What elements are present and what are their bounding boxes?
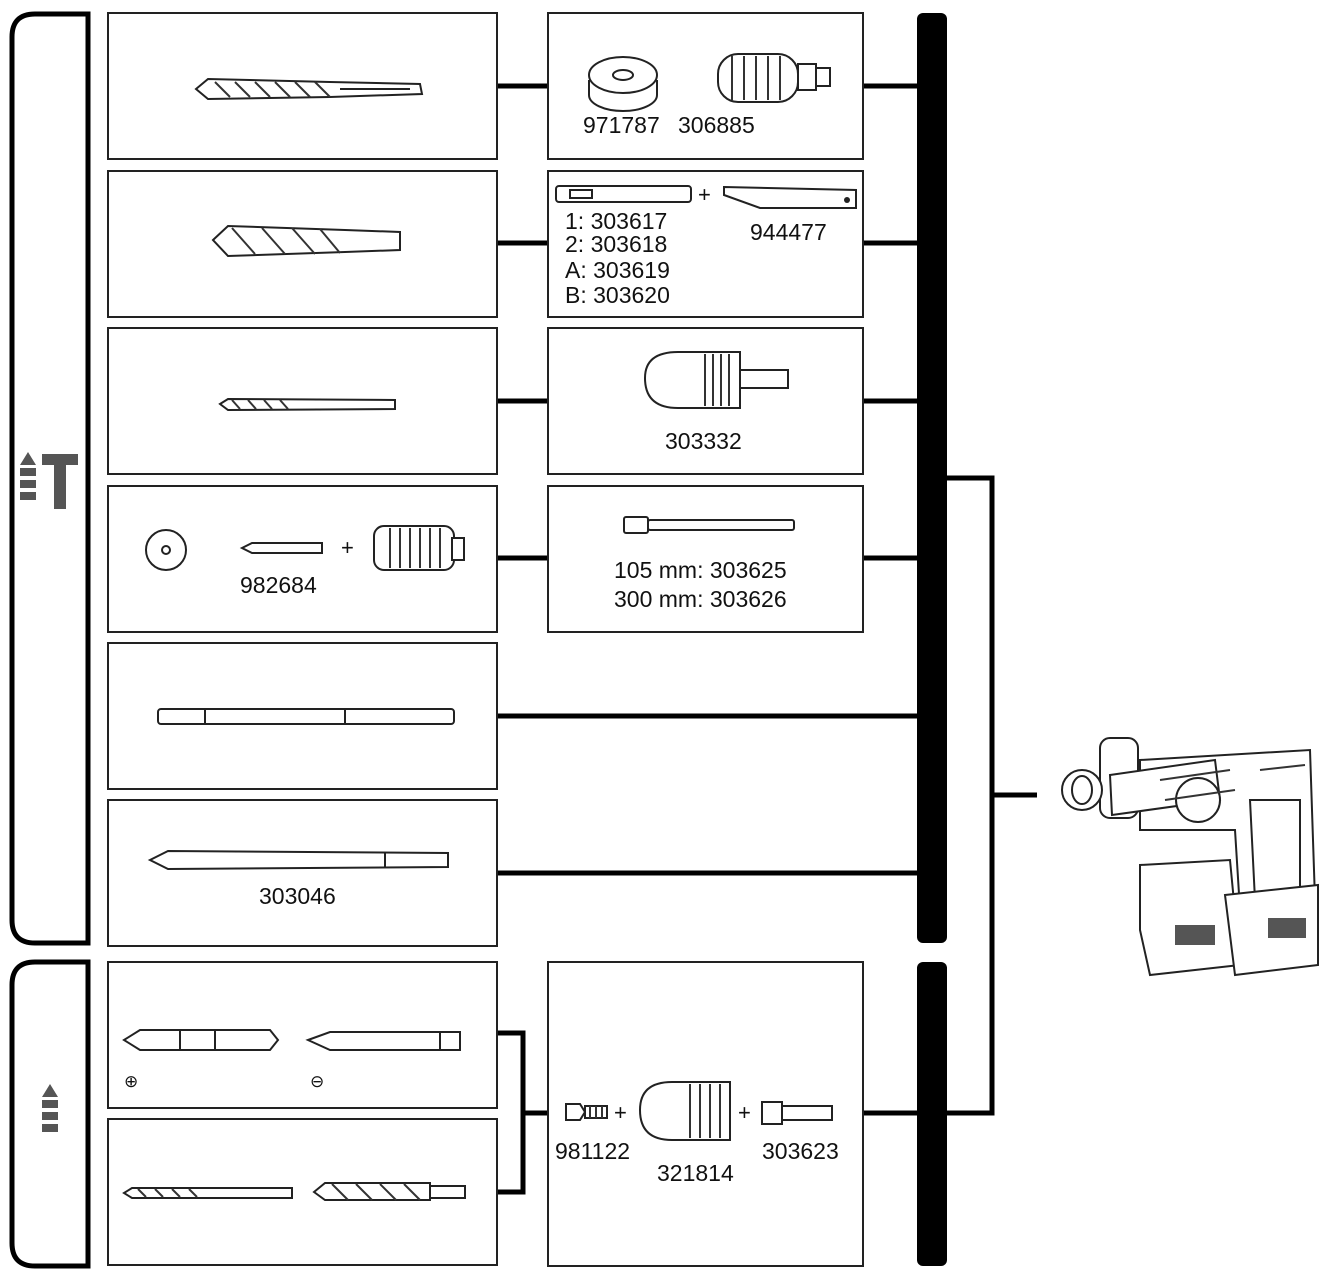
twist-drill-bit-wood-1 — [124, 1188, 292, 1198]
sds-extension-rod-icon — [624, 517, 794, 533]
code-303623: 303623 — [762, 1138, 839, 1164]
code-303618: 2: 303618 — [565, 231, 667, 257]
code-306885: 306885 — [678, 112, 755, 138]
bracket-hammer-mode — [12, 14, 88, 943]
bus-bar-bottom — [917, 962, 947, 1266]
plus-sign-bit4: + — [341, 535, 354, 560]
code-303619: A: 303619 — [565, 257, 670, 283]
hammer-drill-mode-icon — [20, 452, 78, 509]
key-chuck-icon — [640, 1082, 730, 1140]
extension-length-105: 105 mm: 303625 — [614, 557, 787, 583]
centering-drill-icon — [242, 543, 322, 553]
slotted-screwdriver-bit — [308, 1032, 460, 1050]
code-944477: 944477 — [750, 219, 827, 245]
code-303332: 303332 — [665, 428, 742, 454]
sds-adapter-icon — [556, 186, 691, 202]
code-303046: 303046 — [259, 883, 336, 909]
pointed-chisel — [150, 851, 448, 869]
phillips-screwdriver-bit — [124, 1030, 278, 1050]
twist-drill-bit-large — [213, 226, 400, 256]
extension-length-300: 300 mm: 303626 — [614, 586, 787, 612]
slotted-symbol: ⊖ — [310, 1072, 324, 1092]
twist-drill-bit-small — [220, 399, 395, 410]
chuck-screw-icon — [566, 1104, 607, 1120]
rotary-hammer-tool-icon — [1062, 738, 1318, 975]
auger-drill-bit-wood — [314, 1183, 465, 1200]
plus-sign-chuck-2: + — [738, 1100, 751, 1125]
code-303620: B: 303620 — [565, 282, 670, 308]
code-981122: 981122 — [555, 1138, 630, 1164]
sds-chisel-rod — [158, 709, 454, 724]
box-bit-6 — [108, 800, 497, 946]
bus-bar-top — [917, 13, 947, 943]
dust-cup-icon — [589, 57, 657, 111]
drill-only-mode-icon — [42, 1084, 58, 1132]
code-982684: 982684 — [240, 572, 317, 598]
phillips-symbol: ⊕ — [124, 1072, 138, 1092]
plus-sign-chuck-1: + — [614, 1100, 627, 1125]
core-bit-icon — [374, 526, 464, 570]
plus-sign-adapter2: + — [698, 182, 711, 207]
chuck-adapter-icon — [762, 1102, 832, 1124]
code-971787: 971787 — [583, 112, 660, 138]
core-bit-centering-plate-icon — [146, 530, 186, 570]
code-321814: 321814 — [657, 1160, 734, 1186]
